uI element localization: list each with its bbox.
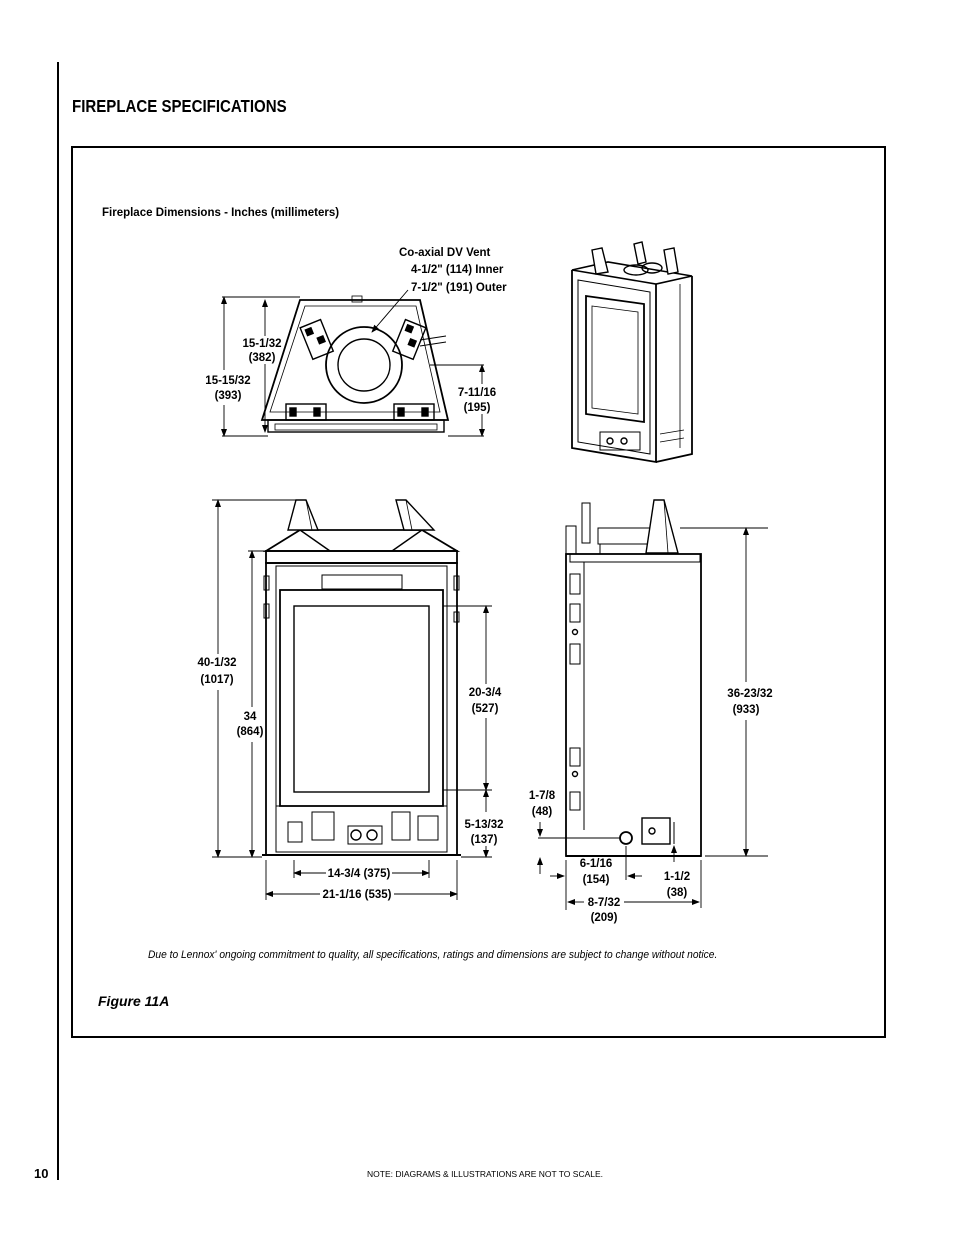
figure-caption: Figure 11A — [98, 993, 170, 1009]
front-view-drawing — [262, 499, 461, 856]
dim-gas-height: 1-7/8 — [529, 790, 556, 802]
dim-total-height: 40-1/32 — [197, 657, 236, 669]
dim-depth-a: 15-1/32 — [242, 338, 281, 350]
page-margin-rule — [57, 62, 59, 1180]
dim-gas-height-mm: (48) — [532, 806, 553, 818]
top-view-dimension-lines — [221, 289, 485, 437]
side-view-dimension-lines — [537, 527, 768, 910]
vent-title: Co-axial DV Vent — [399, 247, 491, 259]
dim-depth-b-mm: (393) — [215, 390, 242, 402]
dim-base-height: 5-13/32 — [464, 819, 503, 831]
dim-side-height: 36-23/32 — [727, 688, 772, 700]
vent-outer: 7-1/2" (191) Outer — [411, 282, 507, 294]
dim-body-height: 34 — [244, 711, 257, 723]
disclaimer-note: Due to Lennox' ongoing commitment to qua… — [148, 949, 718, 961]
dim-body-height-mm: (864) — [237, 726, 264, 738]
dim-gas-offset-mm: (154) — [583, 874, 610, 886]
dim-base-height-mm: (137) — [471, 834, 498, 846]
dim-depth-a-mm: (382) — [249, 352, 276, 364]
figure-frame — [71, 146, 886, 1038]
dim-vent-center: 7-11/16 — [458, 387, 496, 399]
dim-gas-offset: 6-1/16 — [580, 858, 613, 870]
dim-side-height-mm: (933) — [733, 704, 760, 716]
figure-subtitle: Fireplace Dimensions - Inches (millimete… — [102, 207, 339, 219]
dim-glass-height: 20-3/4 — [469, 687, 502, 699]
top-view-drawing — [260, 295, 450, 433]
dim-gas-depth-mm: (209) — [591, 912, 618, 924]
isometric-view-drawing — [571, 241, 693, 464]
dim-rear-offset: 1-1/2 — [664, 871, 690, 883]
dim-glass-width: 14-3/4 (375) — [328, 868, 391, 880]
page-heading: FIREPLACE SPECIFICATIONS — [72, 96, 287, 116]
vent-inner: 4-1/2" (114) Inner — [411, 264, 504, 276]
dim-vent-center-mm: (195) — [464, 402, 491, 414]
footer-scale-note: NOTE: DIAGRAMS & ILLUSTRATIONS ARE NOT T… — [367, 1169, 604, 1179]
dim-rear-offset-mm: (38) — [667, 887, 688, 899]
page-number: 10 — [34, 1166, 49, 1181]
front-view-dimension-lines — [212, 499, 492, 900]
side-view-drawing — [565, 499, 702, 857]
dim-depth-b: 15-15/32 — [205, 375, 250, 387]
dim-total-height-mm: (1017) — [200, 674, 233, 686]
dim-gas-depth: 8-7/32 — [588, 897, 621, 909]
dim-glass-height-mm: (527) — [472, 703, 499, 715]
dim-total-width: 21-1/16 (535) — [322, 889, 391, 901]
